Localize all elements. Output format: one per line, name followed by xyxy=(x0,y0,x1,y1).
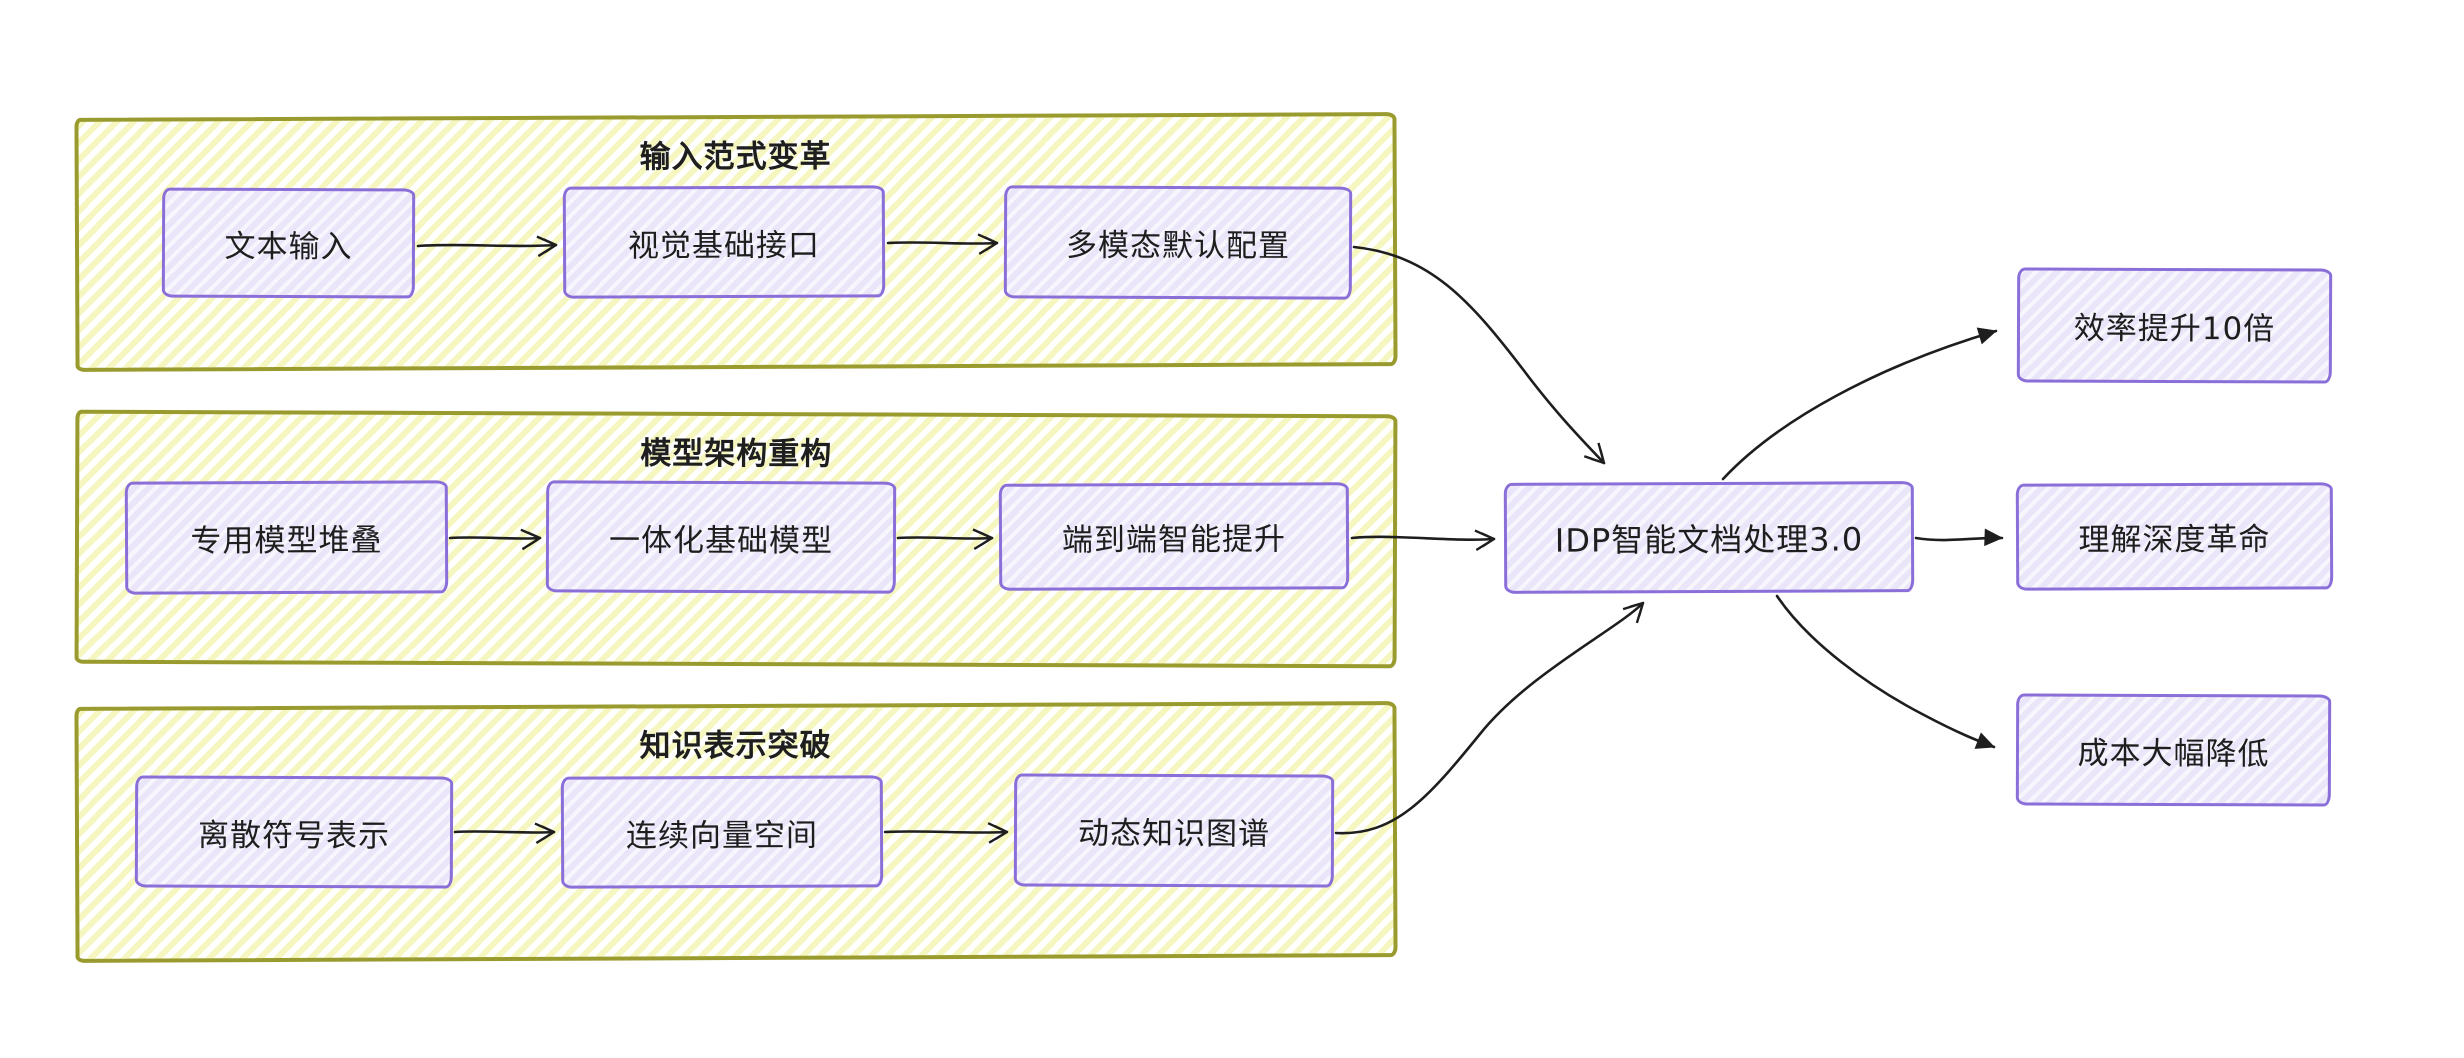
node-idp-document-processing: IDP智能文档处理3.0 xyxy=(1503,481,1915,594)
arrow-discrete-to-vector xyxy=(453,822,556,845)
node-unified-foundation-model: 一体化基础模型 xyxy=(545,480,897,594)
arrow-idp-to-cost xyxy=(1775,594,1996,749)
node-specialized-model-stacking: 专用模型堆叠 xyxy=(124,480,449,595)
node-end-to-end-intelligence: 端到端智能提升 xyxy=(998,482,1350,591)
arrow-vector-to-graph xyxy=(883,822,1009,844)
node-discrete-symbol-representation: 离散符号表示 xyxy=(134,775,454,889)
arrow-text-to-visual xyxy=(416,235,558,258)
arrow-multimodal-to-idp xyxy=(1352,245,1606,465)
node-cost-reduction: 成本大幅降低 xyxy=(2015,693,2332,807)
arrow-idp-to-understanding xyxy=(1914,528,2004,547)
arrow-endtoend-to-idp xyxy=(1350,529,1496,552)
arrow-visual-to-multimodal xyxy=(886,233,999,255)
node-understanding-depth-revolution: 理解深度革命 xyxy=(2015,482,2334,591)
node-continuous-vector-space: 连续向量空间 xyxy=(560,775,884,889)
arrow-graph-to-idp xyxy=(1334,601,1645,835)
arrow-idp-to-efficiency xyxy=(1721,327,1998,481)
node-multimodal-default-config: 多模态默认配置 xyxy=(1003,185,1353,300)
node-text-input: 文本输入 xyxy=(161,187,416,299)
node-dynamic-knowledge-graph: 动态知识图谱 xyxy=(1013,773,1335,888)
node-visual-foundation-interface: 视觉基础接口 xyxy=(562,185,886,299)
arrow-stacking-to-unified xyxy=(448,528,542,551)
arrow-unified-to-endtoend xyxy=(896,528,994,550)
node-efficiency-10x: 效率提升10倍 xyxy=(2016,267,2333,384)
